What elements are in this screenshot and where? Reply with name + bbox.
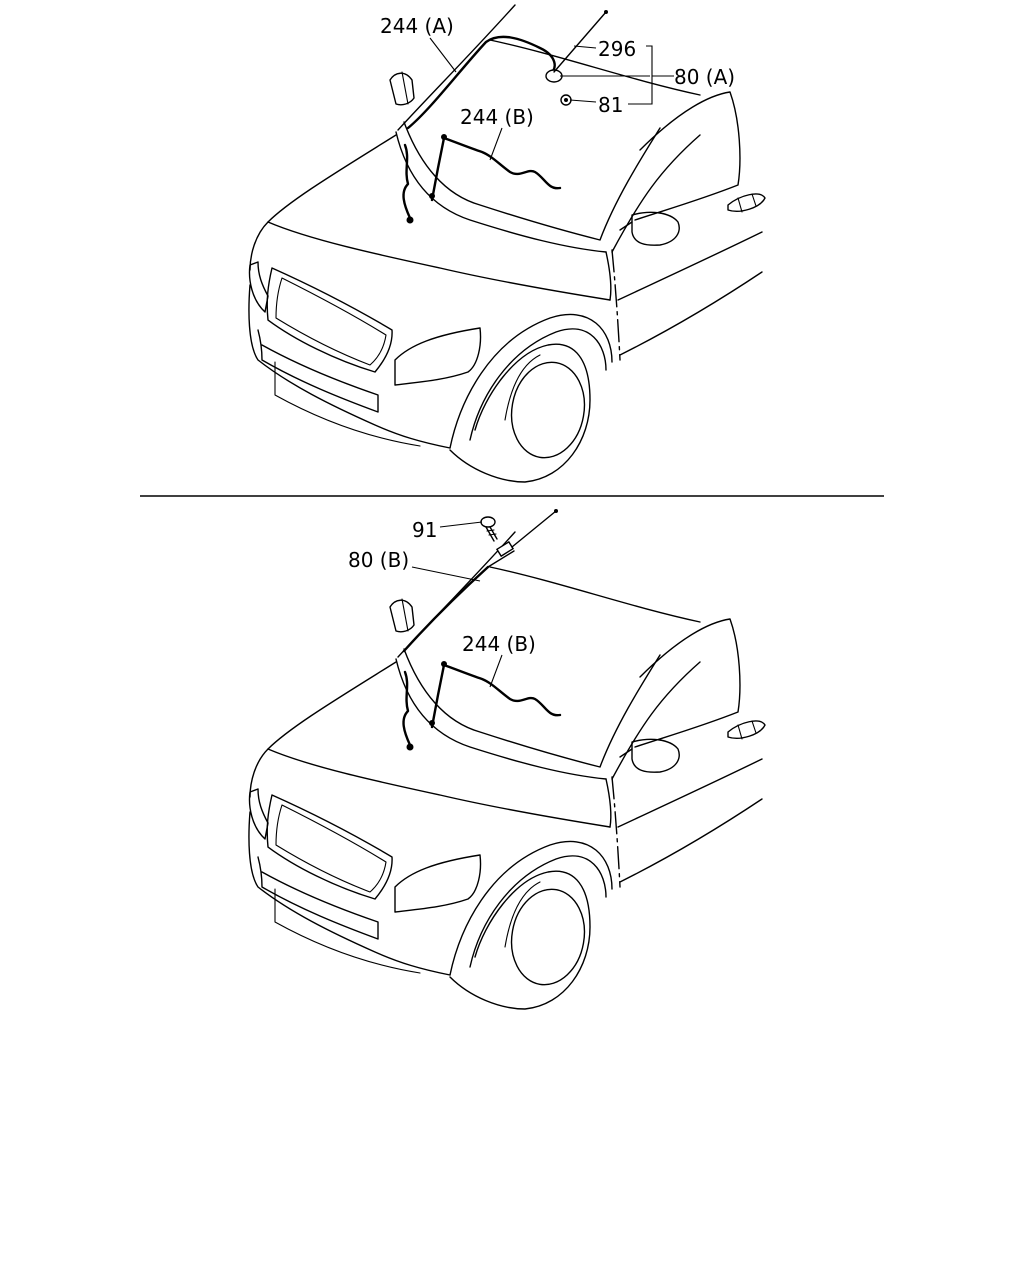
label-296: 296	[598, 37, 636, 61]
label-244a: 244 (A)	[380, 14, 454, 38]
antenna-rod-bottom	[511, 510, 557, 548]
label-91: 91	[412, 518, 437, 542]
antenna-rod	[553, 11, 607, 73]
label-81: 81	[598, 93, 623, 117]
top-vehicle-view: 244 (A) 244 (B) 296 80 (A) 81	[248, 4, 766, 483]
label-80a: 80 (A)	[674, 65, 735, 89]
bottom-vehicle-view: 91 80 (B) 244 (B)	[248, 509, 766, 1010]
label-244b-bottom: 244 (B)	[462, 632, 536, 656]
roof-feed-wire	[406, 35, 556, 130]
label-244b-top: 244 (B)	[460, 105, 534, 129]
screw	[480, 516, 498, 542]
label-80b: 80 (B)	[348, 548, 409, 572]
pillar-antenna	[402, 565, 490, 653]
